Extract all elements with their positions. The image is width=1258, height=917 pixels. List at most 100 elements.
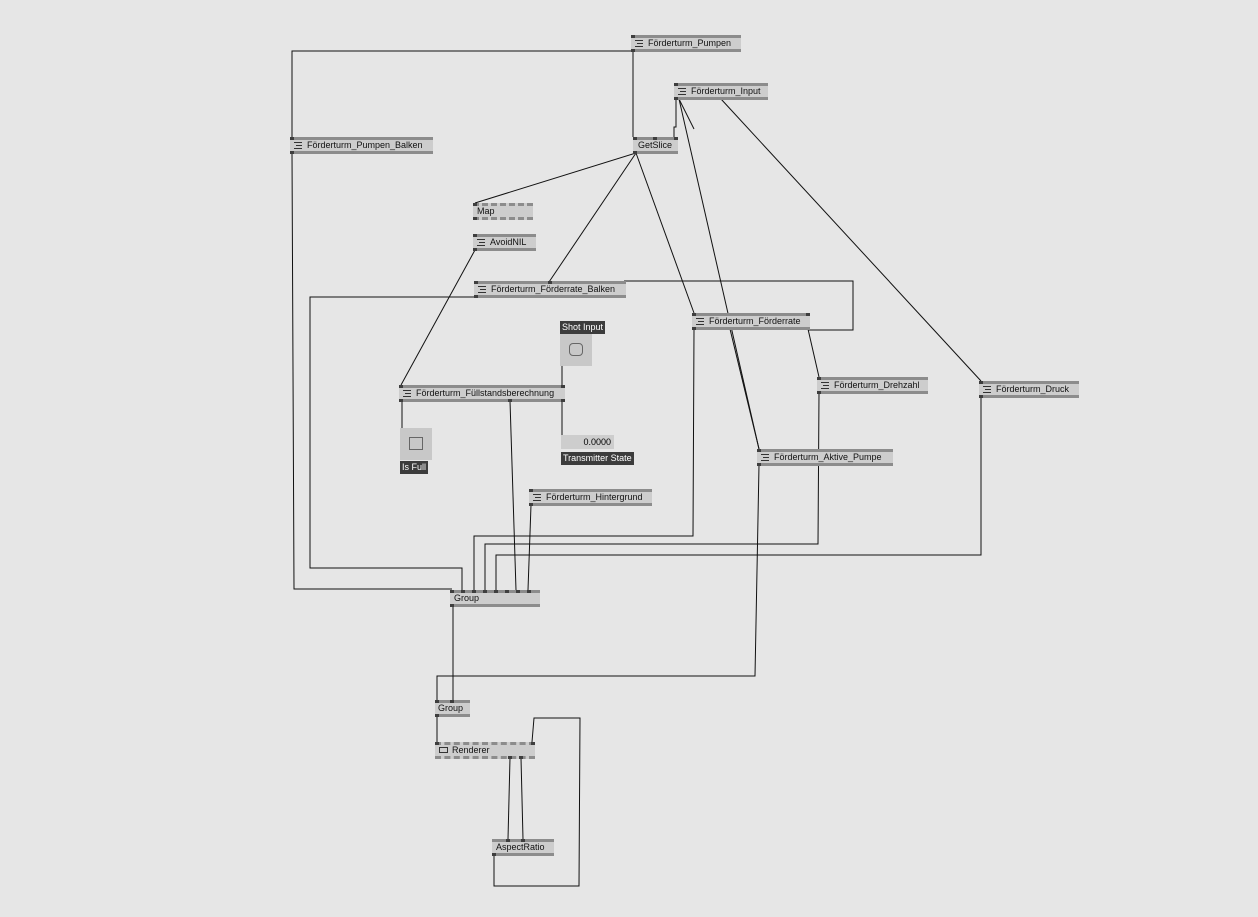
input-pin[interactable] xyxy=(435,742,439,745)
node-avoidnil[interactable]: AvoidNIL xyxy=(473,234,536,251)
input-pin[interactable] xyxy=(494,590,498,593)
input-pin[interactable] xyxy=(561,385,565,388)
module-icon xyxy=(678,88,686,95)
output-pin[interactable] xyxy=(757,463,761,466)
module-icon xyxy=(478,286,486,293)
node-group-1[interactable]: Group xyxy=(450,590,540,607)
output-pin[interactable] xyxy=(529,503,533,506)
output-pin[interactable] xyxy=(692,327,696,330)
wire xyxy=(509,400,517,591)
shot-input-button[interactable] xyxy=(560,334,592,366)
wire xyxy=(673,99,677,137)
module-icon xyxy=(821,382,829,389)
input-pin[interactable] xyxy=(548,281,552,284)
node-map[interactable]: Map xyxy=(473,203,533,220)
output-pin[interactable] xyxy=(561,399,565,402)
input-pin[interactable] xyxy=(817,377,821,380)
input-pin[interactable] xyxy=(806,313,810,316)
input-pin[interactable] xyxy=(505,590,509,593)
output-pin[interactable] xyxy=(435,714,439,717)
output-pin[interactable] xyxy=(979,395,983,398)
output-pin[interactable] xyxy=(492,853,496,856)
input-pin[interactable] xyxy=(531,742,535,745)
input-pin[interactable] xyxy=(506,839,510,842)
node-renderer[interactable]: Renderer xyxy=(435,742,535,759)
is-full-indicator[interactable] xyxy=(400,428,432,460)
input-pin[interactable] xyxy=(757,449,761,452)
input-pin[interactable] xyxy=(674,137,678,140)
wire xyxy=(436,464,760,700)
output-pin[interactable] xyxy=(508,756,512,759)
output-pin[interactable] xyxy=(473,248,477,251)
node-label: AspectRatio xyxy=(496,842,545,852)
module-icon xyxy=(477,239,485,246)
input-pin[interactable] xyxy=(450,590,454,593)
input-pin[interactable] xyxy=(399,385,403,388)
node-foerderturm-input[interactable]: Förderturm_Input xyxy=(674,83,768,100)
node-label: Förderturm_Pumpen_Balken xyxy=(307,140,423,150)
wire xyxy=(520,757,524,840)
node-group-2[interactable]: Group xyxy=(435,700,470,717)
output-pin[interactable] xyxy=(290,151,294,154)
input-pin[interactable] xyxy=(633,137,637,140)
input-pin[interactable] xyxy=(692,313,696,316)
input-pin[interactable] xyxy=(529,489,533,492)
wire xyxy=(400,249,476,386)
output-pin[interactable] xyxy=(473,217,477,220)
node-foerderturm-drehzahl[interactable]: Förderturm_Drehzahl xyxy=(817,377,928,394)
node-foerderturm-pumpen[interactable]: Förderturm_Pumpen xyxy=(631,35,741,52)
input-pin[interactable] xyxy=(631,35,635,38)
transmitter-state-value[interactable]: 0.0000 xyxy=(561,435,614,449)
input-pin[interactable] xyxy=(472,590,476,593)
output-pin[interactable] xyxy=(633,151,637,154)
node-label: AvoidNIL xyxy=(490,237,527,247)
wire xyxy=(678,98,760,450)
input-pin[interactable] xyxy=(473,203,477,206)
node-label: Map xyxy=(477,206,495,216)
node-label: Förderturm_Füllstandsberechnung xyxy=(416,388,555,398)
input-pin[interactable] xyxy=(473,234,477,237)
output-pin[interactable] xyxy=(674,97,678,100)
input-pin[interactable] xyxy=(521,839,525,842)
input-pin[interactable] xyxy=(474,281,478,284)
input-pin[interactable] xyxy=(483,590,487,593)
node-label: Förderturm_Input xyxy=(691,86,761,96)
node-aspectratio[interactable]: AspectRatio xyxy=(492,839,554,856)
wire xyxy=(291,50,633,137)
input-pin[interactable] xyxy=(290,137,294,140)
output-pin[interactable] xyxy=(474,295,478,298)
module-icon xyxy=(533,494,541,501)
shot-input-label: Shot Input xyxy=(560,321,606,334)
wire xyxy=(495,397,982,590)
wire xyxy=(548,152,637,283)
node-foerderturm-hintergrund[interactable]: Förderturm_Hintergrund xyxy=(529,489,652,506)
output-pin[interactable] xyxy=(450,604,454,607)
input-pin[interactable] xyxy=(979,381,983,384)
node-foerderturm-foerderrate[interactable]: Förderturm_Förderrate xyxy=(692,313,810,330)
input-pin[interactable] xyxy=(516,590,520,593)
node-foerderturm-pumpen-balken[interactable]: Förderturm_Pumpen_Balken xyxy=(290,137,433,154)
input-pin[interactable] xyxy=(527,590,531,593)
is-full-label: Is Full xyxy=(400,461,429,474)
output-pin[interactable] xyxy=(817,391,821,394)
node-foerderturm-druck[interactable]: Förderturm_Druck xyxy=(979,381,1079,398)
input-pin[interactable] xyxy=(461,590,465,593)
wire xyxy=(291,152,452,590)
node-getslice[interactable]: GetSlice xyxy=(633,137,678,154)
node-foerderturm-foerderrate-balken[interactable]: Förderturm_Förderrate_Balken xyxy=(474,281,626,298)
module-icon xyxy=(983,386,991,393)
input-pin[interactable] xyxy=(450,700,454,703)
output-pin[interactable] xyxy=(519,756,523,759)
input-pin[interactable] xyxy=(435,700,439,703)
output-pin[interactable] xyxy=(631,49,635,52)
output-pin[interactable] xyxy=(508,399,512,402)
output-pin[interactable] xyxy=(399,399,403,402)
wire xyxy=(720,98,982,382)
wire xyxy=(729,328,760,450)
input-pin[interactable] xyxy=(674,83,678,86)
input-pin[interactable] xyxy=(653,137,657,140)
node-foerderturm-aktive-pumpe[interactable]: Förderturm_Aktive_Pumpe xyxy=(757,449,893,466)
node-foerderturm-fuellstandsberechnung[interactable]: Förderturm_Füllstandsberechnung xyxy=(399,385,565,402)
